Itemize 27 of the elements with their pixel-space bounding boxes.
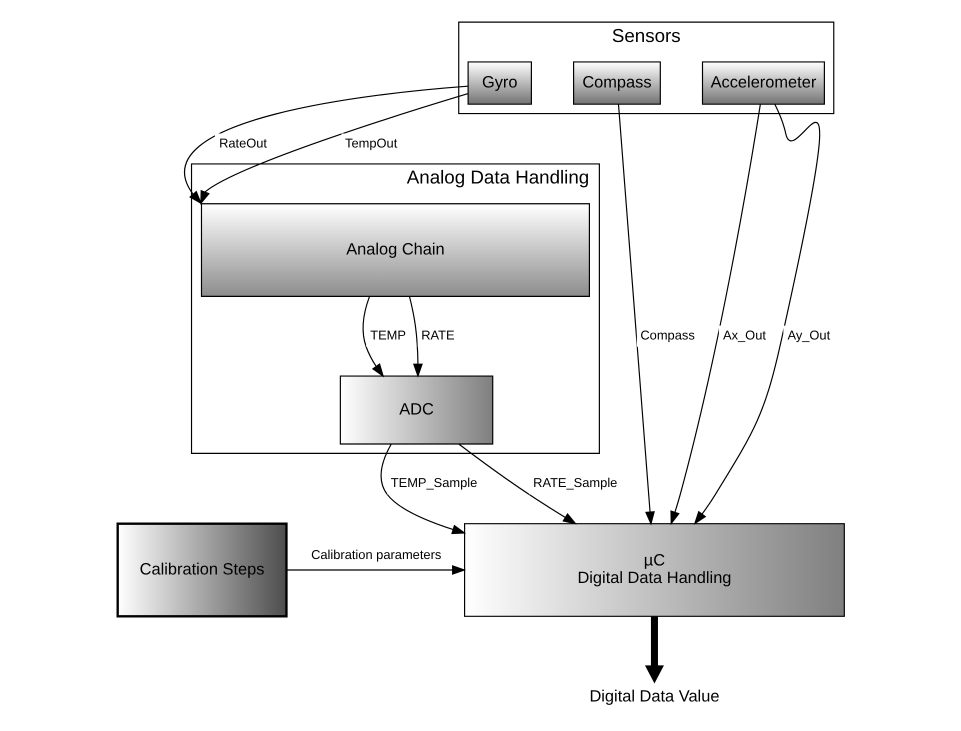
arrow xyxy=(286,565,466,575)
node-box: µC Digital Data Handling xyxy=(464,523,844,617)
edge-label: Ax_Out xyxy=(722,327,766,342)
arrow xyxy=(458,444,576,524)
arrow xyxy=(380,444,466,534)
node-text: Digital Data Value xyxy=(588,688,719,706)
node-box: Accelerometer xyxy=(701,61,824,105)
arrow xyxy=(362,296,384,378)
edge-label: TEMP_Sample xyxy=(390,475,477,490)
edge-label: RateOut xyxy=(218,135,267,150)
node-box: Gyro xyxy=(467,61,532,105)
arrow xyxy=(693,104,820,525)
edge-label: TempOut xyxy=(344,135,397,150)
edge-label: Ay_Out xyxy=(786,327,830,342)
edge-label: RATE_Sample xyxy=(532,475,617,490)
arrow xyxy=(617,104,654,526)
node-box: Analog Chain xyxy=(200,203,590,297)
node-box: ADC xyxy=(339,375,493,445)
edge-label: RATE xyxy=(420,327,454,342)
arrow xyxy=(670,104,760,526)
edge-label: TEMP xyxy=(370,327,406,342)
edge-label: Calibration parameters xyxy=(310,547,441,562)
arrow xyxy=(408,296,422,378)
arrow xyxy=(644,616,664,684)
node-box: Calibration Steps xyxy=(116,522,288,618)
edge-label: Compass xyxy=(640,327,694,342)
node-box: Compass xyxy=(572,61,660,105)
